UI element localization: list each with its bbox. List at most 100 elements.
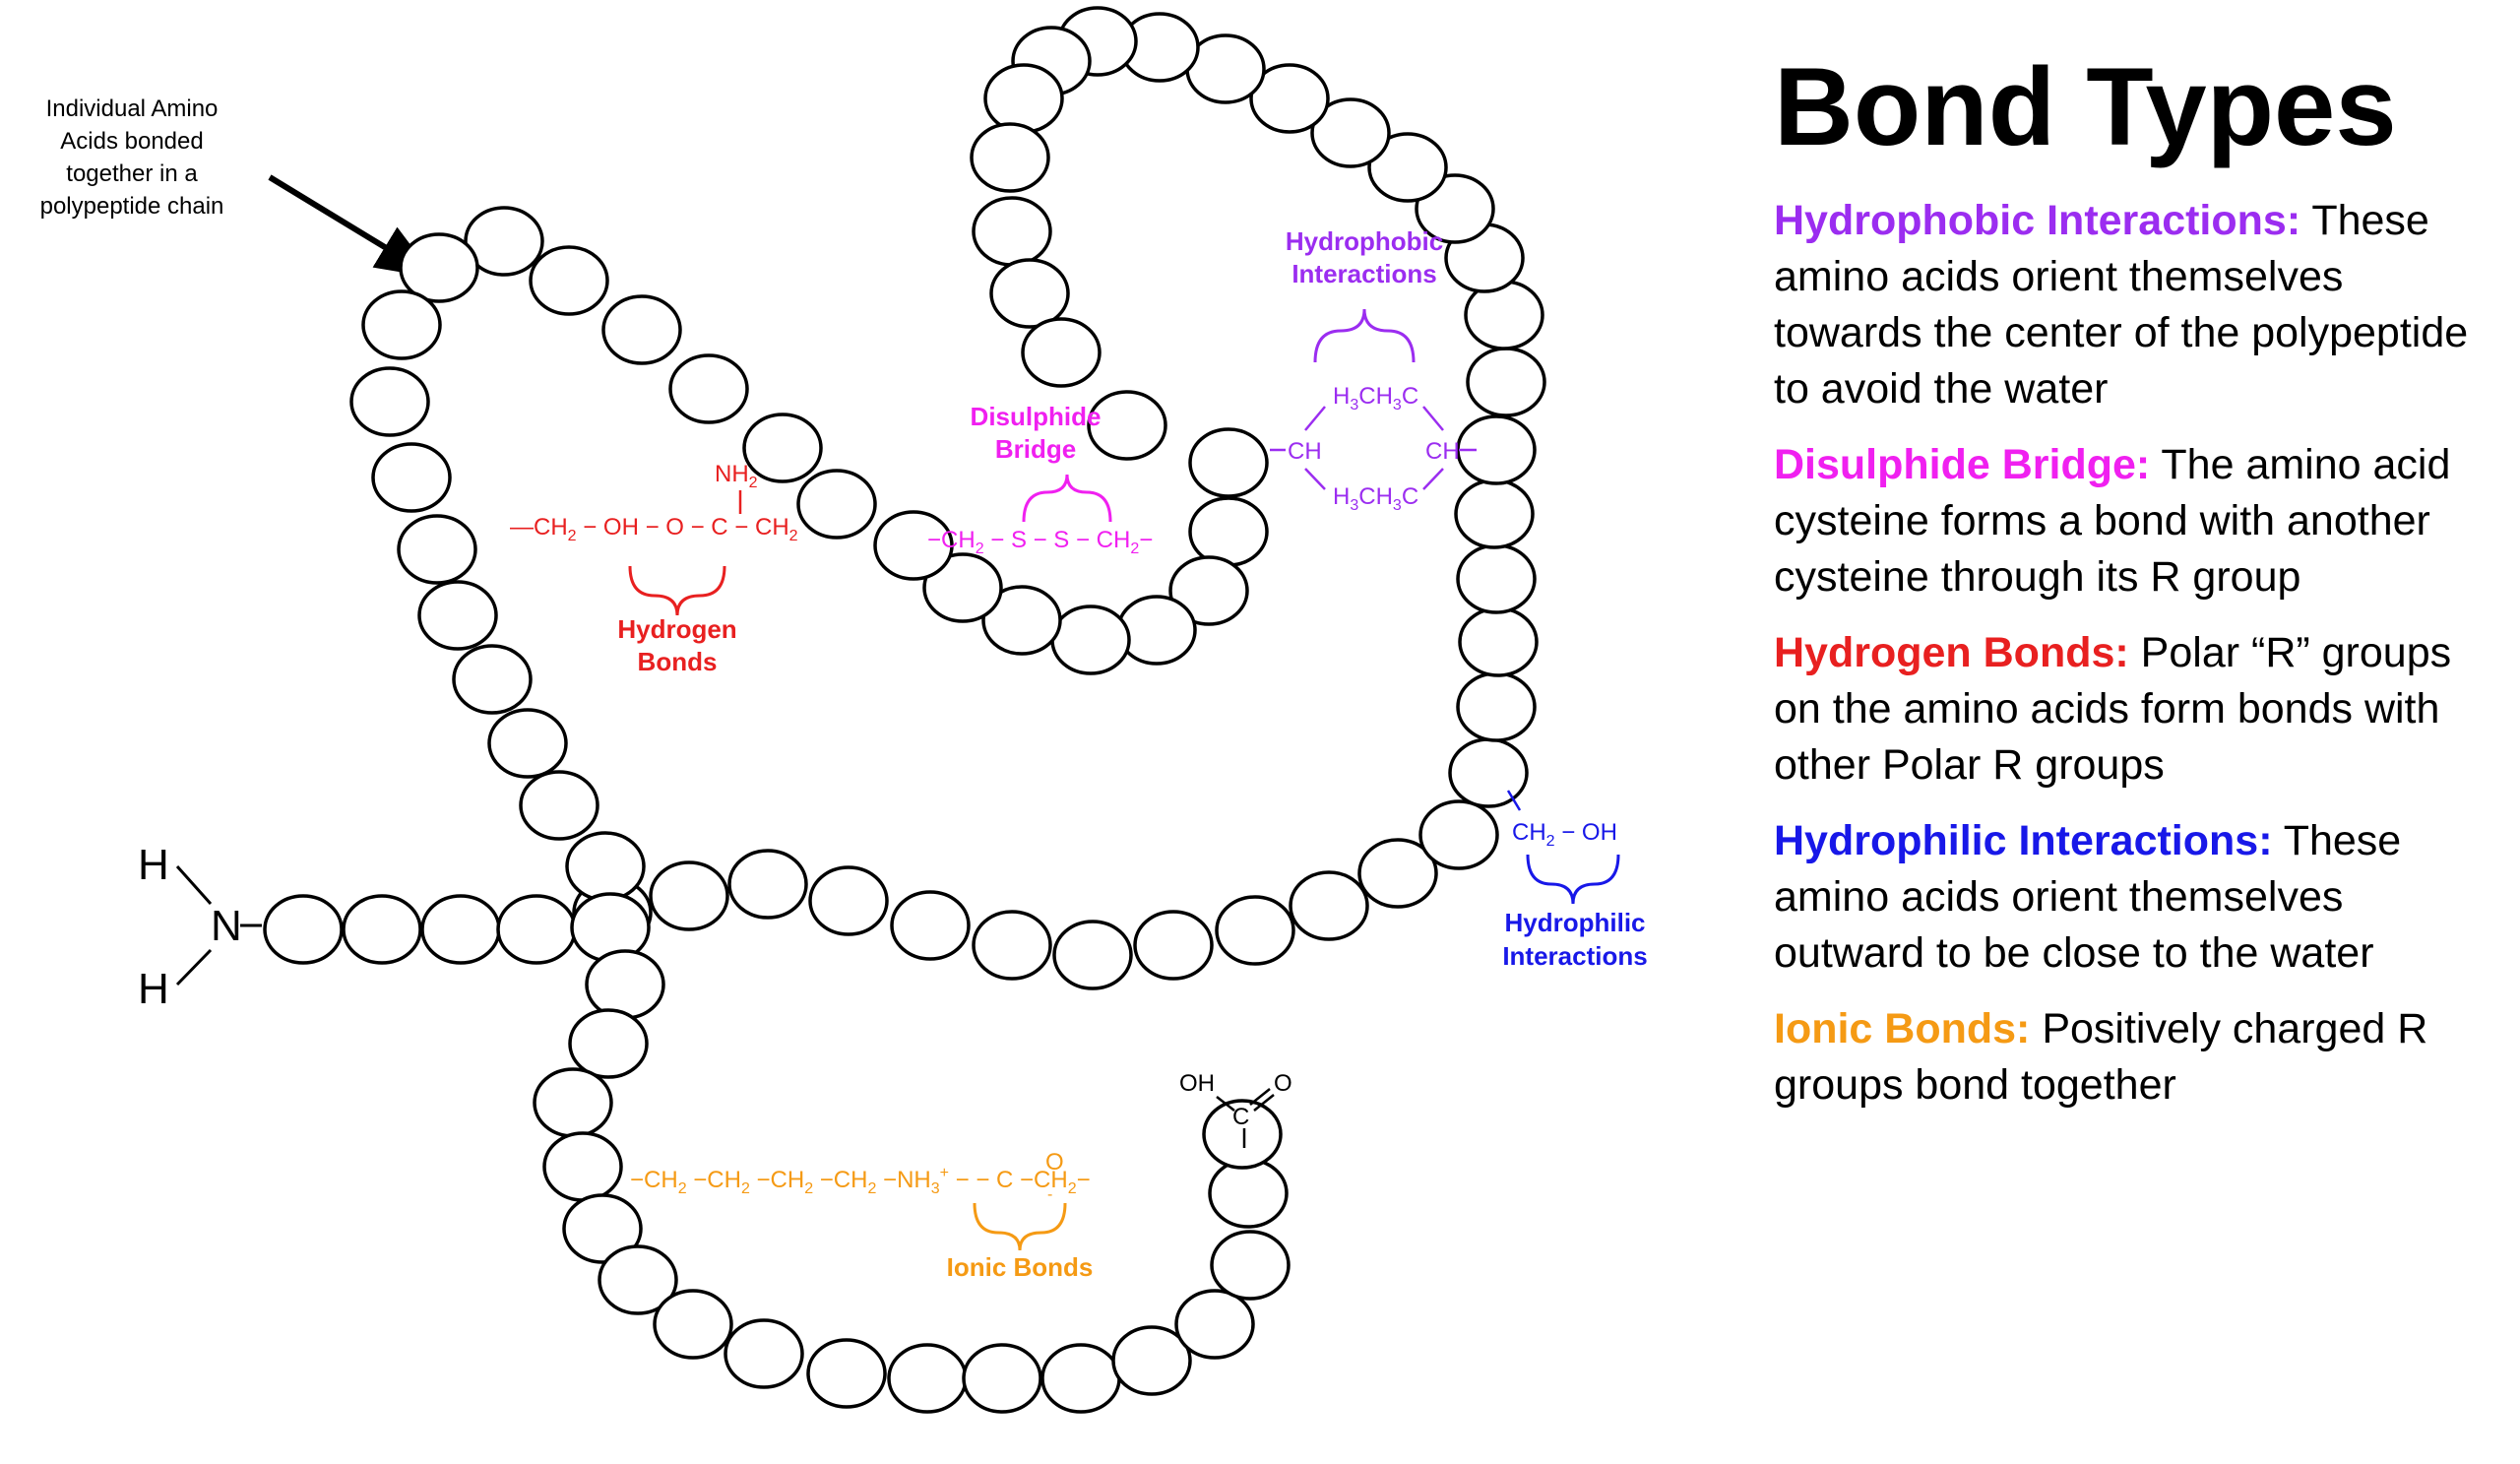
amino-acid-bead xyxy=(533,1067,613,1138)
amino-acid-bead xyxy=(972,196,1052,267)
amino-acid-bead xyxy=(519,770,599,841)
amine-h-top: H xyxy=(138,841,169,889)
amine-n: N xyxy=(211,902,242,950)
ionic-o: O xyxy=(1045,1149,1064,1176)
ionic-label: Ionic Bonds xyxy=(947,1252,1094,1282)
amino-acid-bead xyxy=(399,232,479,303)
hp-ch3-top: H3CH3C xyxy=(1333,383,1418,414)
carboxyl-oh: OH xyxy=(1179,1070,1215,1097)
disulphide-bridge-group: −CH2 − S − S − CH2− Disulphide Bridge xyxy=(927,402,1153,557)
amino-acid-bead xyxy=(890,890,971,961)
amino-acid-bead xyxy=(1116,595,1197,666)
amino-acid-bead xyxy=(1456,671,1537,742)
amino-acid-bead xyxy=(1289,870,1369,941)
amino-acid-bead xyxy=(1456,414,1537,485)
amino-acid-bead xyxy=(742,413,823,483)
amino-acid-bead xyxy=(970,122,1050,193)
callout-arrow xyxy=(268,174,436,279)
callout-line-2: Acids bonded xyxy=(60,128,203,155)
legend-disulphide: Disulphide Bridge: The amino acid cystei… xyxy=(1774,437,2502,605)
ionic-bond-group: −CH2 −CH2 −CH2 −CH2 −NH3+ − − C −CH2− O … xyxy=(630,1149,1093,1282)
amino-acid-bead xyxy=(808,865,889,936)
amino-acid-bead xyxy=(989,258,1070,329)
amino-acid-bead xyxy=(496,894,577,965)
panel-title: Bond Types xyxy=(1774,45,2397,168)
amino-acid-bead xyxy=(263,894,344,965)
amino-acid-bead xyxy=(649,860,729,931)
amino-acid-bead xyxy=(1050,605,1131,675)
legend-hydrophilic-text: These amino acids orient themselves outw… xyxy=(1774,816,2402,977)
hb-ch2-left: —CH2 − OH − O − C − CH2 xyxy=(510,514,798,544)
amino-acid-bead xyxy=(922,552,1003,623)
polypeptide-diagram: Individual Amino Acids bonded together i… xyxy=(40,6,1648,1414)
amino-acid-bead xyxy=(452,644,533,715)
amino-acid-bead xyxy=(361,289,442,360)
amino-acid-bead xyxy=(562,1193,643,1264)
amino-acid-bead xyxy=(1466,347,1546,417)
amino-acid-bead xyxy=(1174,1289,1255,1360)
amino-acid-bead xyxy=(653,1289,733,1360)
legend-hydrophilic: Hydrophilic Interactions: These amino ac… xyxy=(1774,813,2502,982)
legend-ionic-text: Positively charged R groups bond togethe… xyxy=(1774,1004,2428,1109)
amino-acid-bead xyxy=(565,831,646,902)
bond-types-panel: Bond Types Hydrophobic Interactions: The… xyxy=(1774,49,2502,1133)
hydrogen-bond-group: —CH2 − OH − O − C − CH2 NH2 Hydrogen Bon… xyxy=(510,461,798,676)
amino-acid-bead xyxy=(1188,427,1269,498)
legend-ionic: Ionic Bonds: Positively charged R groups… xyxy=(1774,1001,2502,1114)
amino-acid-bead xyxy=(487,708,568,779)
ionic-chain: −CH2 −CH2 −CH2 −CH2 −NH3+ − − C −CH2− xyxy=(630,1165,1091,1197)
ds-chain: −CH2 − S − S − CH2− xyxy=(927,527,1153,557)
amino-acid-bead xyxy=(962,1343,1042,1414)
amino-acid-bead xyxy=(529,245,609,316)
hl-chain: CH2 − OH xyxy=(1512,819,1617,850)
amino-acid-bead xyxy=(342,894,422,965)
amino-acid-bead xyxy=(981,585,1062,656)
amino-acid-chain xyxy=(263,6,1546,1414)
amino-acid-bead xyxy=(420,894,501,965)
carboxyl-group: OH O C xyxy=(1179,1070,1292,1148)
amino-acid-bead xyxy=(1052,920,1133,990)
amine-group: H N H xyxy=(138,841,262,1013)
amino-acid-bead xyxy=(1040,1343,1121,1414)
amino-acid-bead xyxy=(1215,895,1295,966)
callout-line-3: together in a xyxy=(66,160,198,187)
amino-acid-bead xyxy=(1454,478,1535,549)
amino-acid-bead xyxy=(542,1131,623,1202)
hydrogen-label-1: Hydrogen xyxy=(617,614,736,644)
amino-acid-bead xyxy=(417,580,498,651)
amino-acid-bead xyxy=(397,514,477,585)
ionic-o-charge: - xyxy=(1047,1186,1052,1203)
amino-acid-bead xyxy=(806,1338,887,1409)
amino-acid-bead xyxy=(1208,1158,1289,1229)
amino-acid-bead xyxy=(570,892,651,963)
amino-acid-bead xyxy=(1458,606,1539,677)
legend-hydrogen: Hydrogen Bonds: Polar “R” groups on the … xyxy=(1774,625,2502,794)
amino-acid-bead xyxy=(1357,838,1438,909)
amino-acid-bead xyxy=(1418,799,1499,870)
amino-acid-bead xyxy=(873,510,954,581)
hp-ch-right: CH xyxy=(1425,438,1460,465)
amino-acid-bead xyxy=(1168,555,1249,626)
amino-acid-bead xyxy=(1188,496,1269,567)
amino-acid-bead xyxy=(598,1244,678,1315)
amino-acid-bead xyxy=(585,949,665,1020)
amino-acid-bead xyxy=(1367,132,1448,203)
amine-h-bottom: H xyxy=(138,965,169,1013)
amino-acid-bead xyxy=(727,849,808,920)
amino-acid-bead xyxy=(371,442,452,513)
legend-hydrophilic-title: Hydrophilic Interactions: xyxy=(1774,816,2273,864)
amino-acid-bead xyxy=(1087,390,1167,461)
legend-hydrogen-text: Polar “R” groups on the amino acids form… xyxy=(1774,628,2452,789)
legend-ionic-title: Ionic Bonds: xyxy=(1774,1004,2031,1052)
hydrophilic-label-2: Interactions xyxy=(1502,941,1647,971)
amino-acid-bead xyxy=(464,206,544,277)
hydrogen-label-2: Bonds xyxy=(638,647,718,676)
amino-acid-bead xyxy=(983,63,1064,134)
disulphide-label-2: Bridge xyxy=(995,434,1076,464)
hydrophilic-label-1: Hydrophilic xyxy=(1504,908,1645,937)
hydrophobic-label-1: Hydrophobic xyxy=(1286,226,1443,256)
legend-hydrophobic: Hydrophobic Interactions: These amino ac… xyxy=(1774,193,2502,417)
callout-line-4: polypeptide chain xyxy=(40,193,224,220)
carboxyl-o: O xyxy=(1274,1070,1292,1097)
hydrophobic-label-2: Interactions xyxy=(1292,259,1436,288)
